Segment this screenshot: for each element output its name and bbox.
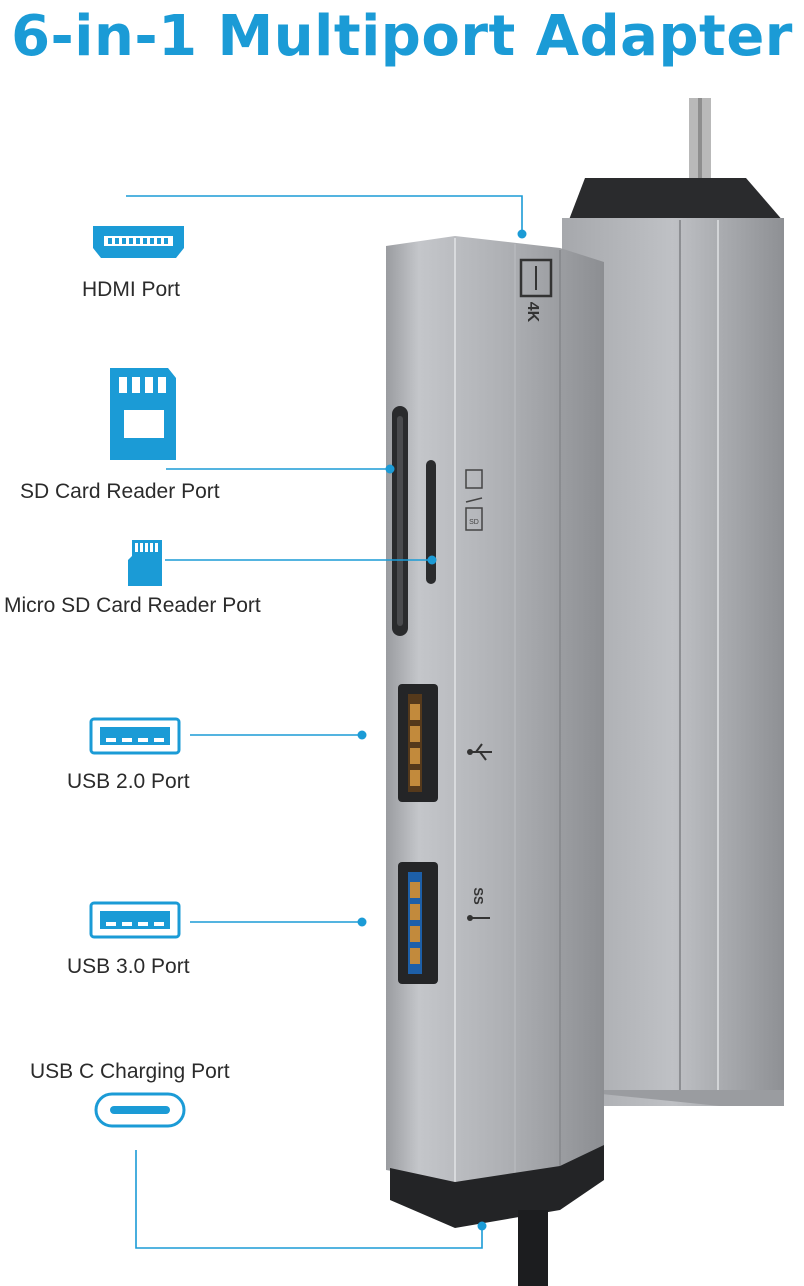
hdmi-icon	[93, 226, 184, 258]
micro-sd-card-slot	[426, 460, 436, 584]
svg-text:SD: SD	[469, 519, 479, 526]
usb-c-charging-port-label: USB C Charging Port	[30, 1060, 230, 1083]
sd-card-slot	[392, 406, 408, 636]
hdmi-4k-marking: 4K	[519, 258, 553, 323]
usb-2-port-label: USB 2.0 Port	[67, 770, 190, 793]
usbc-callout-line	[135, 1150, 483, 1249]
hdmi-callout-line	[126, 195, 523, 232]
card-slot-marking: SD	[465, 469, 483, 531]
page-title: 6-in-1 Multiport Adapter	[11, 4, 793, 69]
callout-lines	[126, 195, 523, 1249]
usb-3-port-label: USB 3.0 Port	[67, 955, 190, 978]
sd-card-reader-port-label: SD Card Reader Port	[20, 480, 220, 503]
usb-a-3-icon	[89, 901, 181, 939]
usb-a-icon	[89, 717, 181, 755]
sd-card-icon	[110, 368, 176, 460]
micro-sd-card-reader-port-label: Micro SD Card Reader Port	[4, 594, 261, 617]
usb-3-port	[398, 862, 438, 984]
svg-text:SS: SS	[471, 887, 486, 905]
usb-trident-icon	[467, 743, 492, 761]
micro-sd-card-icon	[128, 540, 162, 586]
usb-c-icon	[94, 1092, 186, 1128]
hdmi-4k-text: 4K	[524, 302, 541, 323]
adapter-front-body	[386, 236, 604, 1286]
hdmi-port-label: HDMI Port	[82, 278, 181, 301]
usb-ss-marking: SS	[467, 887, 490, 921]
usb-2-port	[398, 684, 438, 802]
